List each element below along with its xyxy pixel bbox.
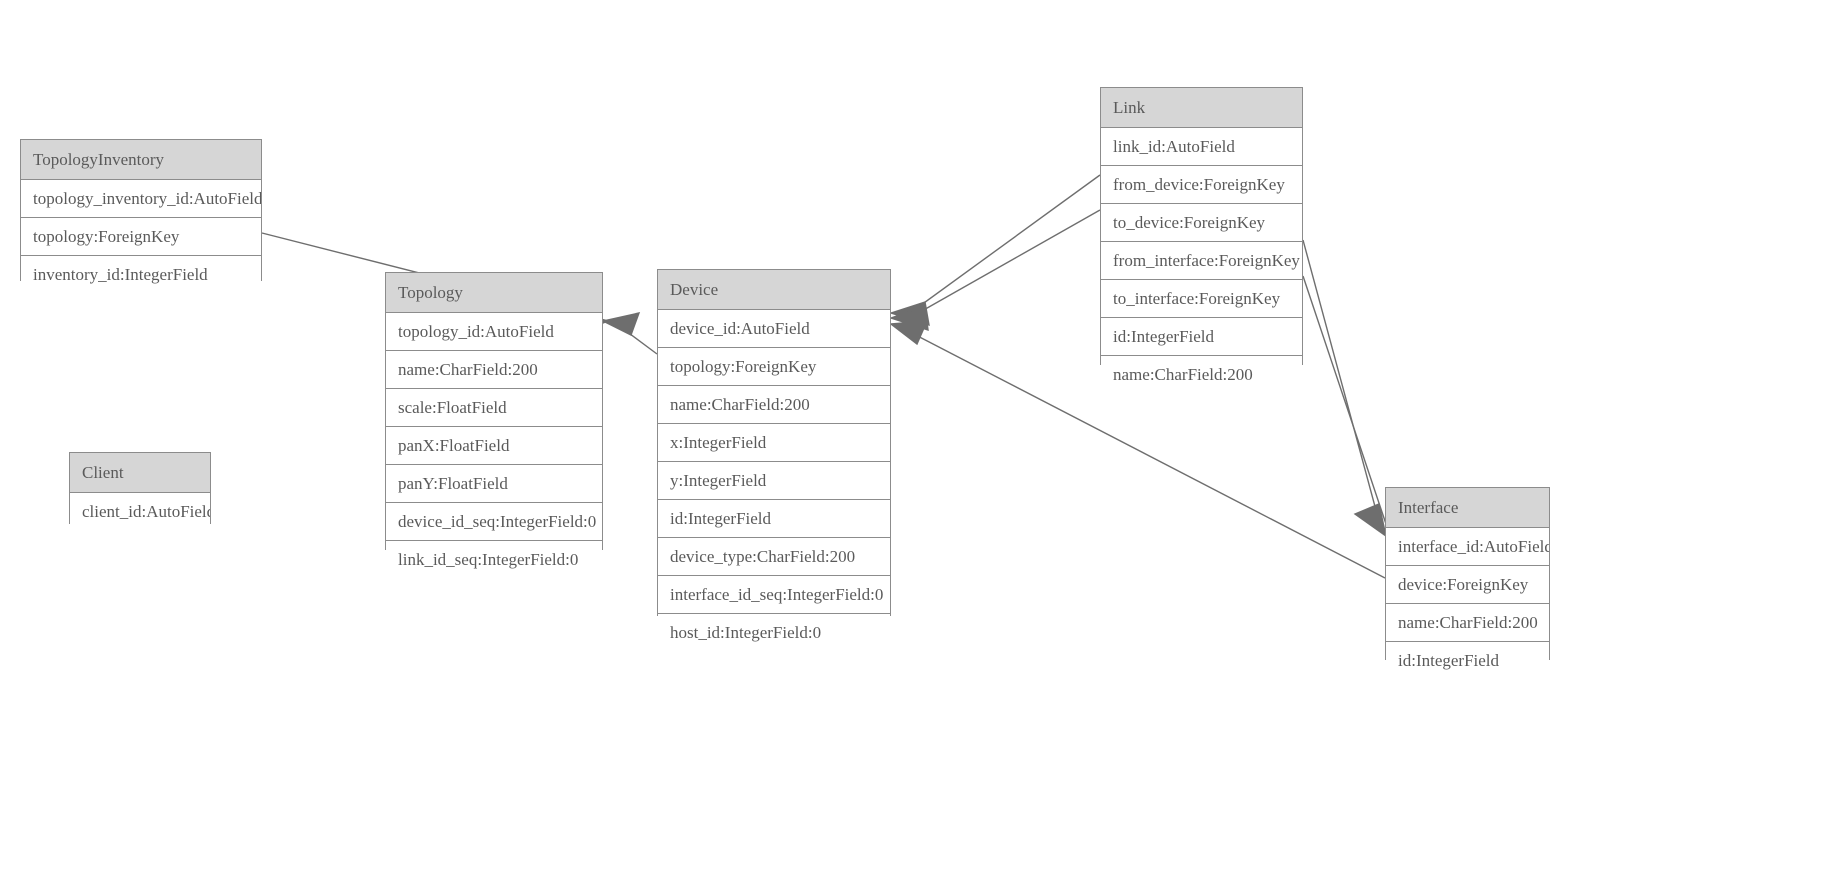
entity-field-row: from_interface:ForeignKey [1101, 242, 1302, 280]
entity-field-row: client_id:AutoField [70, 493, 210, 530]
relationship-line [905, 209, 1101, 321]
relationship-line [1302, 275, 1388, 528]
entity-field-row: topology_inventory_id:AutoField [21, 180, 261, 218]
entity-field-row: topology:ForeignKey [21, 218, 261, 256]
entity-field-row: host_id:IntegerField:0 [658, 614, 890, 651]
entity-title-client: Client [70, 453, 210, 493]
relationship-line [617, 324, 658, 355]
entity-field-row: link_id:AutoField [1101, 128, 1302, 166]
entity-field-row: device_id:AutoField [658, 310, 890, 348]
relationship-arrowhead-icon [889, 320, 929, 346]
entity-field-row: link_id_seq:IntegerField:0 [386, 541, 602, 578]
relationship-arrowhead-icon [1353, 503, 1388, 538]
entity-field-row: panX:FloatField [386, 427, 602, 465]
entity-field-row: inventory_id:IntegerField [21, 256, 261, 293]
entity-field-row: from_device:ForeignKey [1101, 166, 1302, 204]
entity-field-row: name:CharField:200 [386, 351, 602, 389]
entity-field-row: interface_id:AutoField [1386, 528, 1549, 566]
entity-field-row: name:CharField:200 [1101, 356, 1302, 393]
entity-field-row: to_device:ForeignKey [1101, 204, 1302, 242]
entity-field-row: id:IntegerField [1101, 318, 1302, 356]
entity-field-row: device_id_seq:IntegerField:0 [386, 503, 602, 541]
entity-field-row: id:IntegerField [1386, 642, 1549, 679]
entity-box-client[interactable]: Client client_id:AutoField [69, 452, 211, 530]
entity-title-topology: Topology [386, 273, 602, 313]
relationship-line [905, 174, 1101, 317]
entity-field-row: scale:FloatField [386, 389, 602, 427]
relationship-arrowhead-icon [600, 312, 641, 336]
entity-fields-client: client_id:AutoField [70, 493, 210, 530]
entity-field-row: device_type:CharField:200 [658, 538, 890, 576]
entity-field-row: id:IntegerField [658, 500, 890, 538]
entity-box-topologyinventory[interactable]: TopologyInventory topology_inventory_id:… [20, 139, 262, 293]
relationship-arrowhead-icon [888, 305, 929, 332]
entity-field-row: name:CharField:200 [658, 386, 890, 424]
entity-title-topologyinventory: TopologyInventory [21, 140, 261, 180]
entity-field-row: device:ForeignKey [1386, 566, 1549, 604]
entity-field-row: interface_id_seq:IntegerField:0 [658, 576, 890, 614]
entity-field-row: topology:ForeignKey [658, 348, 890, 386]
entity-title-device: Device [658, 270, 890, 310]
entity-field-row: panY:FloatField [386, 465, 602, 503]
entity-field-row: topology_id:AutoField [386, 313, 602, 351]
entity-title-interface: Interface [1386, 488, 1549, 528]
entity-title-link: Link [1101, 88, 1302, 128]
entity-field-row: y:IntegerField [658, 462, 890, 500]
entity-field-row: name:CharField:200 [1386, 604, 1549, 642]
relationship-arrowhead-icon [888, 301, 930, 327]
entity-field-row: to_interface:ForeignKey [1101, 280, 1302, 318]
entity-field-row: x:IntegerField [658, 424, 890, 462]
relationship-line [1302, 239, 1381, 526]
